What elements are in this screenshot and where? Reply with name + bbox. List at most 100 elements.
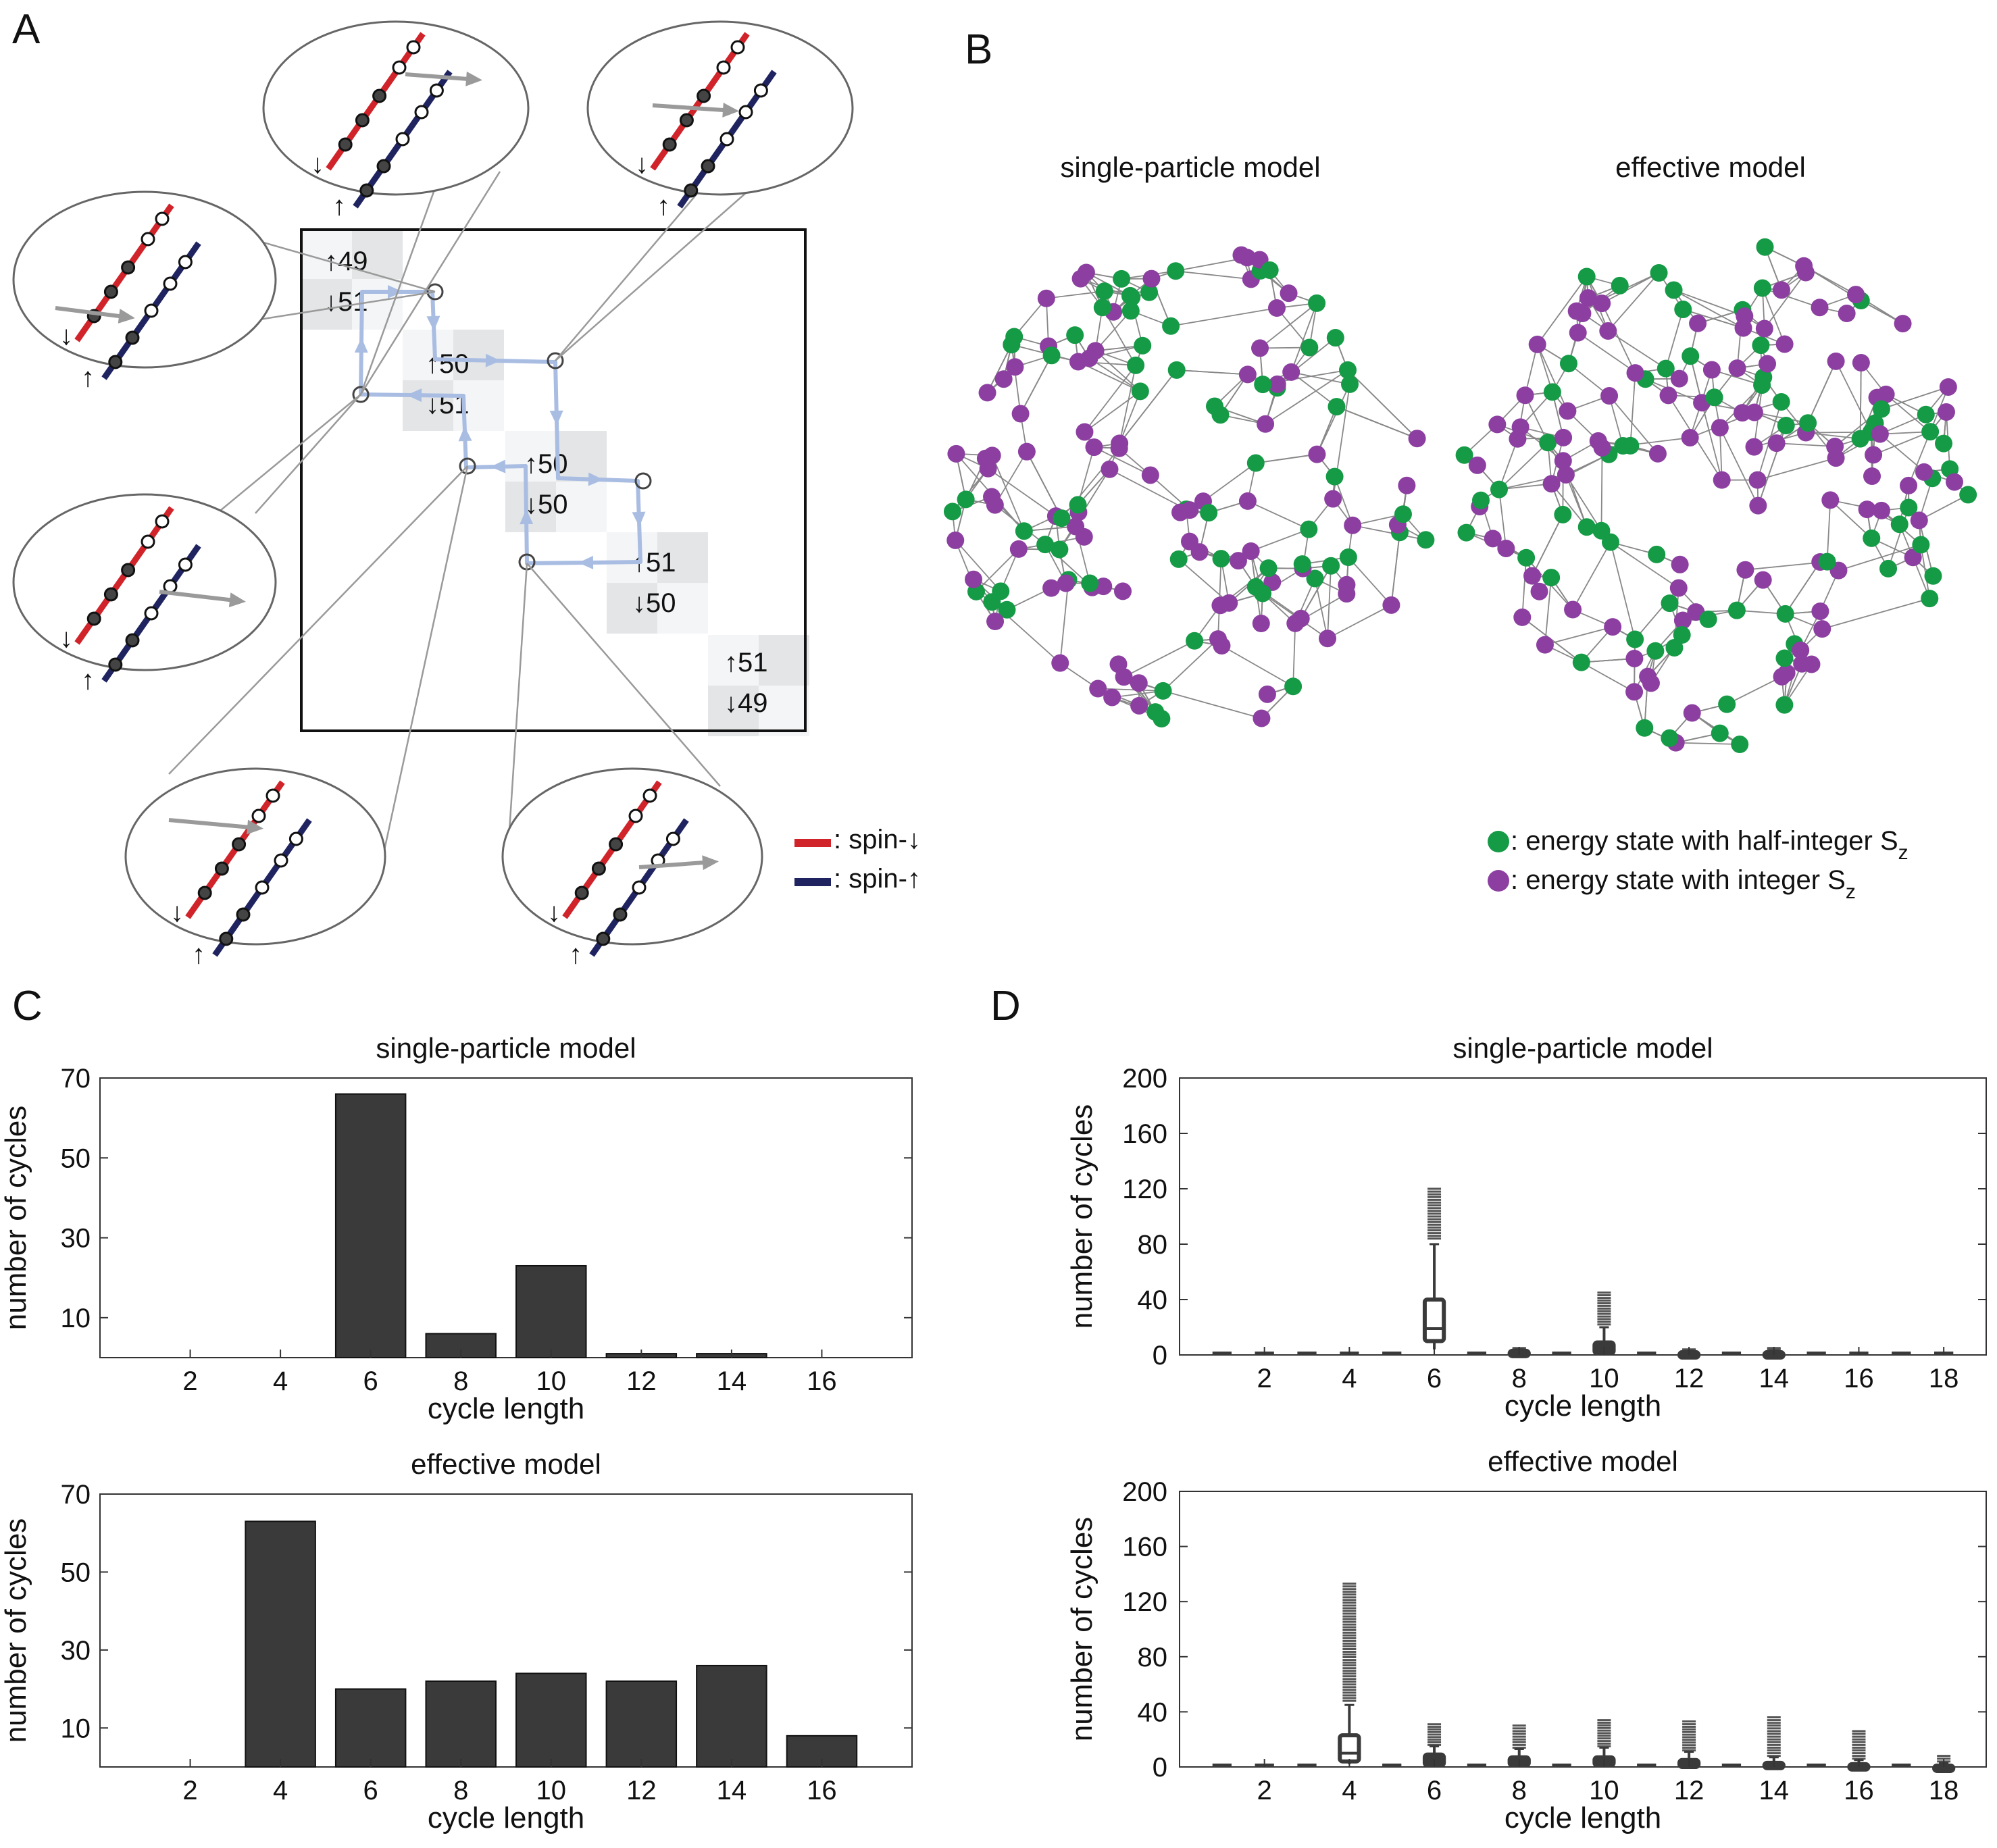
- half-integer-state-node: [1539, 434, 1557, 452]
- spin-up-mark: ↑: [192, 940, 205, 969]
- integer-state-node: [1057, 574, 1075, 592]
- integer-state-node: [1130, 674, 1148, 692]
- y-tick-label: 10: [61, 1714, 91, 1743]
- integer-state-node: [1006, 358, 1024, 376]
- network-edge: [1908, 431, 1931, 486]
- site-dot: [632, 880, 647, 895]
- zoom-connector: [555, 171, 771, 361]
- site-dot: [628, 808, 643, 823]
- x-tick-label: 4: [273, 1776, 288, 1805]
- site-dot: [376, 159, 391, 174]
- integer-state-node: [1251, 339, 1269, 357]
- integer-state-node: [1681, 428, 1699, 446]
- half-integer-state-node: [1134, 336, 1152, 355]
- integer-state-node: [1702, 361, 1721, 379]
- block-label-up: ↑50: [524, 449, 568, 479]
- x-tick-label: 6: [1427, 1776, 1442, 1805]
- integer-state-node: [1670, 369, 1688, 388]
- network-edge: [1920, 544, 1931, 599]
- cycle-node: [426, 283, 444, 301]
- integer-state-node: [1894, 315, 1912, 333]
- site-dot: [392, 60, 407, 75]
- y-axis-label: number of cycles: [0, 1518, 32, 1743]
- site-dot: [108, 355, 123, 369]
- integer-state-node: [1382, 596, 1400, 614]
- integer-state-node: [1648, 444, 1667, 463]
- network-edge: [1536, 276, 1588, 345]
- legend-spin-up-label: : spin-↑: [834, 864, 921, 894]
- legend-spin-down-swatch: [794, 839, 831, 847]
- network-edge: [955, 540, 1001, 592]
- integer-state-node: [1711, 419, 1729, 437]
- integer-state-node: [1037, 289, 1055, 307]
- half-integer-state-node: [1699, 610, 1717, 628]
- integer-state-node: [1111, 434, 1129, 453]
- network-edge: [1601, 303, 1636, 374]
- x-tick-label: 12: [1674, 1364, 1704, 1393]
- network-edge: [1806, 432, 1861, 440]
- integer-state-node: [1915, 463, 1933, 481]
- half-integer-state-node: [1322, 557, 1340, 575]
- zoom-connector: [255, 394, 361, 514]
- half-integer-state-node: [1753, 376, 1771, 394]
- x-tick-label: 14: [717, 1366, 747, 1396]
- site-dot: [121, 563, 136, 578]
- site-dot: [665, 831, 680, 846]
- cycle-arrow-head: [388, 285, 403, 299]
- cycle-arrow-head: [632, 511, 646, 527]
- block-label-down: ↓50: [632, 588, 676, 618]
- y-axis-label: number of cycles: [1065, 1104, 1098, 1329]
- network-edge: [1094, 310, 1132, 351]
- site-dot: [701, 159, 715, 174]
- integer-state-node: [1904, 548, 1922, 567]
- network-edge: [1701, 403, 1723, 480]
- block-shade: [759, 686, 809, 736]
- half-integer-state-node: [1127, 356, 1145, 374]
- network-edge: [1521, 557, 1527, 617]
- half-integer-state-node: [1146, 703, 1165, 721]
- network-edge: [1498, 489, 1507, 549]
- network-edge: [952, 468, 989, 512]
- integer-state-node: [1220, 594, 1238, 612]
- half-integer-state-node: [1705, 388, 1723, 407]
- half-integer-state-node: [1167, 262, 1185, 280]
- panel-b-letter: B: [965, 26, 992, 73]
- half-integer-state-node: [1471, 491, 1490, 509]
- site-dot: [274, 853, 288, 868]
- legend-subscript: z: [1898, 842, 1908, 864]
- network-edge: [1532, 514, 1564, 577]
- integer-state-node: [1669, 579, 1688, 597]
- x-tick-label: 10: [1589, 1776, 1619, 1805]
- site-dot: [574, 886, 589, 900]
- half-integer-state-node: [1326, 329, 1344, 347]
- half-integer-state-node: [1186, 632, 1204, 650]
- integer-state-node: [1523, 567, 1542, 585]
- integer-state-node: [1734, 404, 1752, 422]
- half-integer-state-node: [1890, 515, 1908, 534]
- zoom-ellipse: [262, 20, 530, 196]
- zoom-connector: [168, 465, 468, 775]
- site-dot: [613, 907, 628, 922]
- x-tick-label: 8: [453, 1776, 468, 1805]
- block-label-down: ↓49: [724, 688, 768, 718]
- site-dot: [609, 837, 624, 852]
- integer-state-node: [1009, 540, 1028, 558]
- y-tick-label: 40: [1138, 1697, 1168, 1727]
- integer-state-node: [1579, 289, 1597, 307]
- network-edge: [1265, 369, 1348, 425]
- half-integer-state-node: [1753, 279, 1771, 297]
- integer-state-node: [1282, 363, 1300, 381]
- network-edge: [1581, 661, 1635, 693]
- half-integer-state-node: [1673, 626, 1691, 644]
- network-edge: [1316, 384, 1350, 455]
- half-integer-state-node: [1900, 498, 1918, 517]
- spin-up-mark: ↑: [332, 191, 346, 221]
- zoom-connector: [508, 563, 528, 831]
- network-edge: [1353, 524, 1426, 541]
- site-dot: [596, 931, 611, 946]
- integer-state-node: [1484, 530, 1502, 548]
- spin-up-mark: ↑: [81, 665, 95, 695]
- x-tick-label: 6: [363, 1366, 378, 1396]
- integer-state-node: [1946, 473, 1964, 491]
